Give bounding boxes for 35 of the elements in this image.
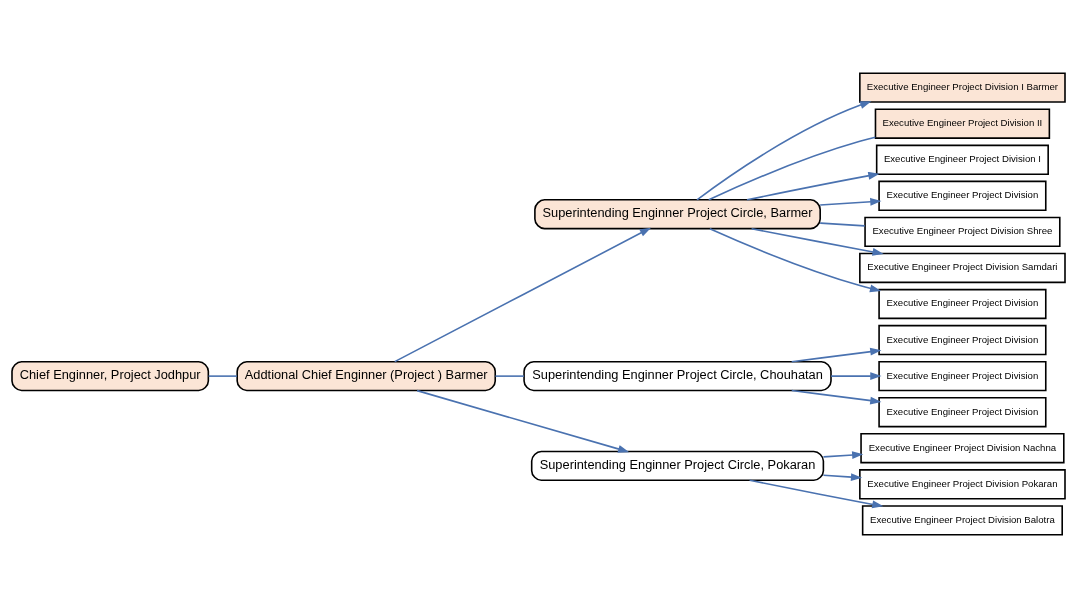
- connector: [708, 136, 877, 201]
- node-box: Executive Engineer Project Division II: [874, 108, 1051, 139]
- node-box: Executive Engineer Project Division Nachna: [860, 433, 1065, 464]
- arrow: [822, 451, 864, 459]
- node-box: Executive Engineer Project Division: [878, 360, 1047, 392]
- arrow: [746, 171, 880, 201]
- node-box: Executive Engineer Project Division I Barmer: [859, 72, 1066, 103]
- connector: [494, 375, 525, 377]
- node-box: Executive Engineer Project Division I: [875, 144, 1049, 175]
- node-box: Executive Engineer Project Division Pokaran: [859, 469, 1066, 500]
- node-box: Executive Engineer Project Division: [878, 324, 1047, 356]
- node-box: Executive Engineer Project Division Samdari: [859, 252, 1066, 284]
- arrow: [416, 389, 630, 453]
- arrow: [822, 473, 863, 482]
- node-box: Executive Engineer Project Division: [878, 396, 1047, 428]
- arrow: [819, 197, 882, 206]
- arrow: [790, 347, 882, 363]
- node-box: Chief Enginner, Project Jodhpur: [11, 360, 210, 392]
- arrow: [748, 479, 884, 509]
- connector: [819, 222, 866, 227]
- node-box: Superintending Enginner Project Circle, Chouhatan: [523, 360, 832, 392]
- arrow: [393, 227, 652, 363]
- connector: [207, 375, 238, 377]
- node-box: Executive Engineer Project Division: [878, 288, 1047, 320]
- node-box: Executive Engineer Project Division: [878, 180, 1047, 212]
- arrow: [830, 372, 882, 381]
- arrow: [790, 389, 882, 405]
- node-box: Executive Engineer Project Division Shree: [864, 216, 1061, 248]
- node-box: Addtional Chief Enginner (Project ) Barmer: [236, 360, 497, 392]
- arrow: [696, 101, 872, 201]
- node-box: Superintending Enginner Project Circle, Barmer: [534, 199, 821, 230]
- arrow: [709, 228, 882, 293]
- arrow: [750, 227, 884, 256]
- node-box: Superintending Enginner Project Circle, Pokaran: [530, 450, 825, 482]
- node-box: Executive Engineer Project Division Balotra: [861, 505, 1063, 536]
